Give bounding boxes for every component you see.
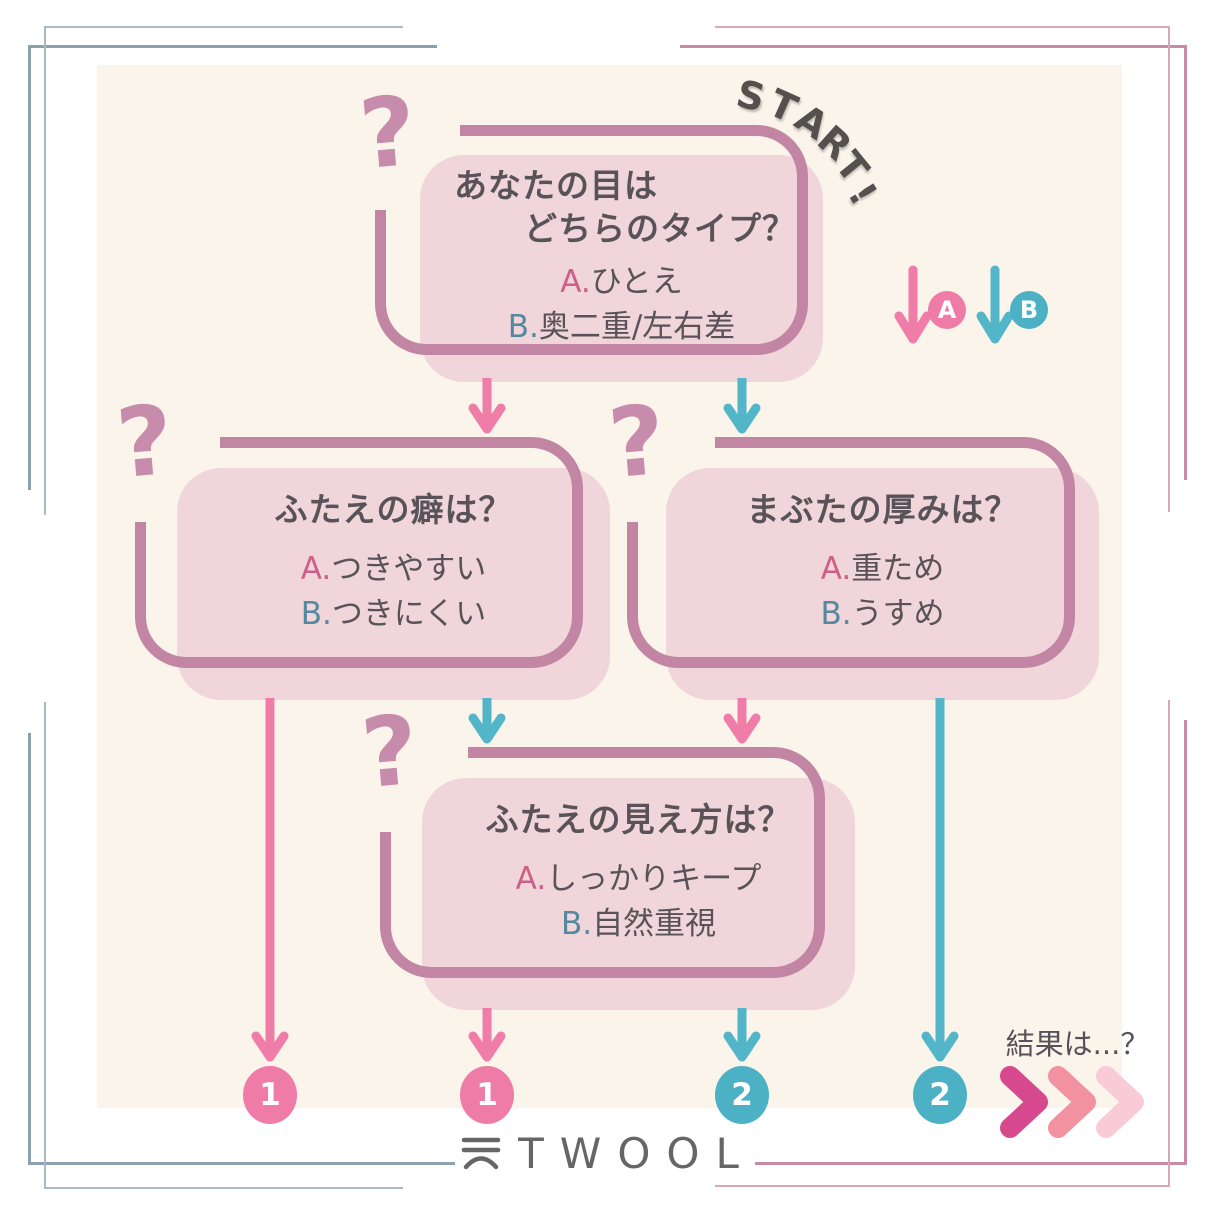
frame-pink-bottom-thick xyxy=(755,1162,1187,1165)
question-mark-decoration: ? xyxy=(355,74,421,192)
connector-q4-b xyxy=(723,1008,761,1062)
connector-q2-b xyxy=(468,698,506,744)
option-a: A.つきやすい xyxy=(300,551,487,587)
connector-q3-b xyxy=(921,698,959,1062)
question-mark-decoration: ? xyxy=(357,693,423,811)
frame-blue-bottom-thin xyxy=(44,1187,403,1189)
result-label: 結果は...？ xyxy=(1005,1027,1150,1061)
question-box-2-outline xyxy=(135,437,583,668)
option-a: A.しっかりキープ xyxy=(515,861,762,897)
frame-pink-bottom-thin xyxy=(715,1185,1170,1187)
frame-pink-top-thick xyxy=(680,45,1187,48)
brand-name: TWOOL xyxy=(518,1129,755,1178)
question-title: あなたの目は xyxy=(454,166,658,205)
question-box-2-text: ふたえの癖は？ A.つきやすい B.つきにくい xyxy=(177,488,610,637)
question-box-1: ? あなたの目は どちらのタイプ？ A.ひとえ B.奥二重/左右差 xyxy=(355,70,855,400)
question-box-2: ? ふたえの癖は？ A.つきやすい B.つきにくい xyxy=(112,382,635,712)
frame-blue-left-thick-upper xyxy=(28,45,31,490)
option-a: A.ひとえ xyxy=(560,264,683,300)
question-box-1-text: あなたの目は どちらのタイプ？ A.ひとえ B.奥二重/左右差 xyxy=(420,164,823,350)
legend-arrow-a-icon xyxy=(894,265,932,344)
connector-q1-b xyxy=(723,378,761,434)
option-b: B.奥二重/左右差 xyxy=(507,309,736,345)
connector-q4-a xyxy=(468,1008,506,1062)
chevron-right-icon xyxy=(1096,1066,1144,1138)
question-box-3-text: まぶたの厚みは？ A.重ため B.うすめ xyxy=(666,488,1099,637)
result-badge-3: 2 xyxy=(715,1066,769,1124)
question-title: どちらのタイプ？ xyxy=(524,209,796,248)
frame-blue-left-thin-upper xyxy=(44,26,46,515)
option-b: B.つきにくい xyxy=(300,596,487,632)
chevron-right-icon xyxy=(1048,1066,1096,1138)
question-mark-decoration: ? xyxy=(112,383,178,501)
connector-q2-a xyxy=(251,698,289,1062)
result-badge-4: 2 xyxy=(913,1066,967,1124)
frame-pink-top-thin xyxy=(715,26,1170,28)
frame-pink-right-thin-lower xyxy=(1168,700,1170,1186)
question-box-3: ? まぶたの厚みは？ A.重ため B.うすめ xyxy=(604,382,1127,712)
question-title: ふたえの癖は？ xyxy=(274,490,513,529)
frame-pink-right-thin-upper xyxy=(1168,26,1170,512)
question-mark-decoration: ? xyxy=(604,383,670,501)
question-box-4-text: ふたえの見え方は？ A.しっかりキープ B.自然重視 xyxy=(422,798,855,947)
question-box-4: ? ふたえの見え方は？ A.しっかりキープ B.自然重視 xyxy=(357,692,880,1022)
legend-arrow-b-icon xyxy=(976,265,1014,344)
question-box-4-outline xyxy=(380,747,825,978)
question-box-1-outline xyxy=(375,125,808,355)
question-box-3-outline xyxy=(627,437,1075,668)
legend-badge-b: B xyxy=(1010,291,1048,329)
chevron-right-icon xyxy=(1000,1066,1048,1138)
option-b: B.自然重視 xyxy=(560,906,717,942)
frame-blue-bottom-thick xyxy=(28,1162,455,1165)
frame-blue-left-thin-lower xyxy=(44,702,46,1189)
connector-q1-a xyxy=(468,378,506,434)
connector-q3-a xyxy=(723,698,761,744)
question-title: ふたえの見え方は？ xyxy=(485,800,792,839)
question-title: まぶたの厚みは？ xyxy=(746,490,1019,529)
result-badge-1: 1 xyxy=(243,1066,297,1124)
option-a: A.重ため xyxy=(820,551,945,587)
brand-footer: TWOOL xyxy=(0,1133,1215,1175)
option-b: B.うすめ xyxy=(820,596,945,632)
brand-eyelid-icon xyxy=(461,1137,501,1170)
result-badge-2: 1 xyxy=(460,1066,514,1124)
frame-blue-left-thick-lower xyxy=(28,733,31,1165)
frame-blue-top-thin xyxy=(44,26,403,28)
frame-blue-top-thick xyxy=(28,45,437,48)
legend-badge-a: A xyxy=(928,291,966,329)
frame-pink-right-thick-upper xyxy=(1184,45,1187,480)
frame-pink-right-thick-lower xyxy=(1184,720,1187,1165)
